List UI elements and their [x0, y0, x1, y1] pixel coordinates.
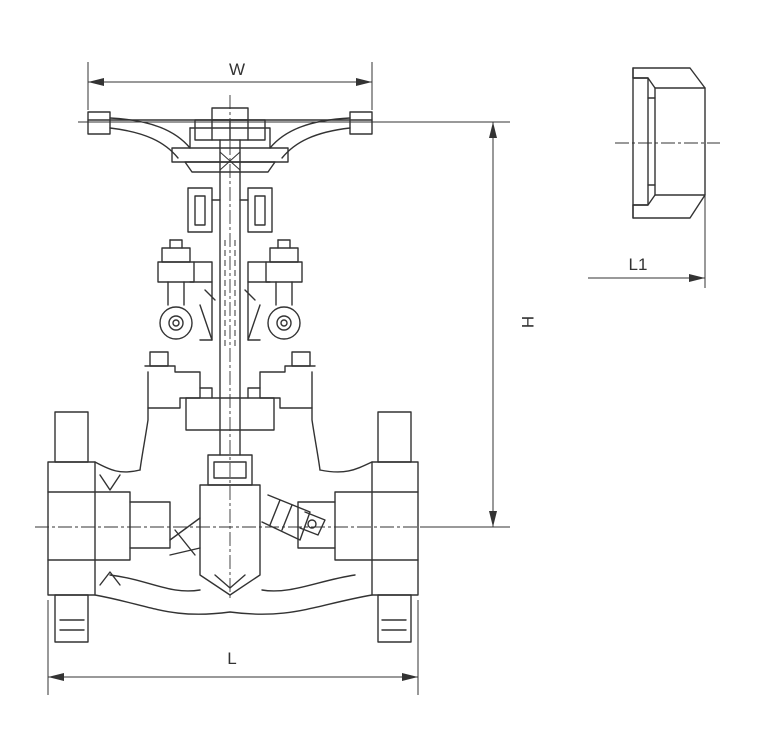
bonnet [139, 351, 321, 471]
globe-valve-front-view [47, 107, 419, 643]
dimension-l-label: L [227, 649, 236, 668]
dimension-l: L [47, 600, 419, 695]
socket-end-detail: L1 [588, 67, 720, 288]
yoke-arms [157, 239, 303, 341]
valve-body [47, 411, 419, 643]
handwheel [87, 107, 373, 173]
valve-stem [219, 139, 241, 456]
dimension-h-label: H [518, 316, 537, 328]
yoke-nut [187, 187, 273, 233]
dimension-w: W [87, 60, 373, 110]
dimension-l1-label: L1 [629, 255, 648, 274]
center-lines [35, 95, 430, 600]
dimension-w-label: W [229, 60, 245, 79]
dimension-h: H [78, 121, 537, 528]
